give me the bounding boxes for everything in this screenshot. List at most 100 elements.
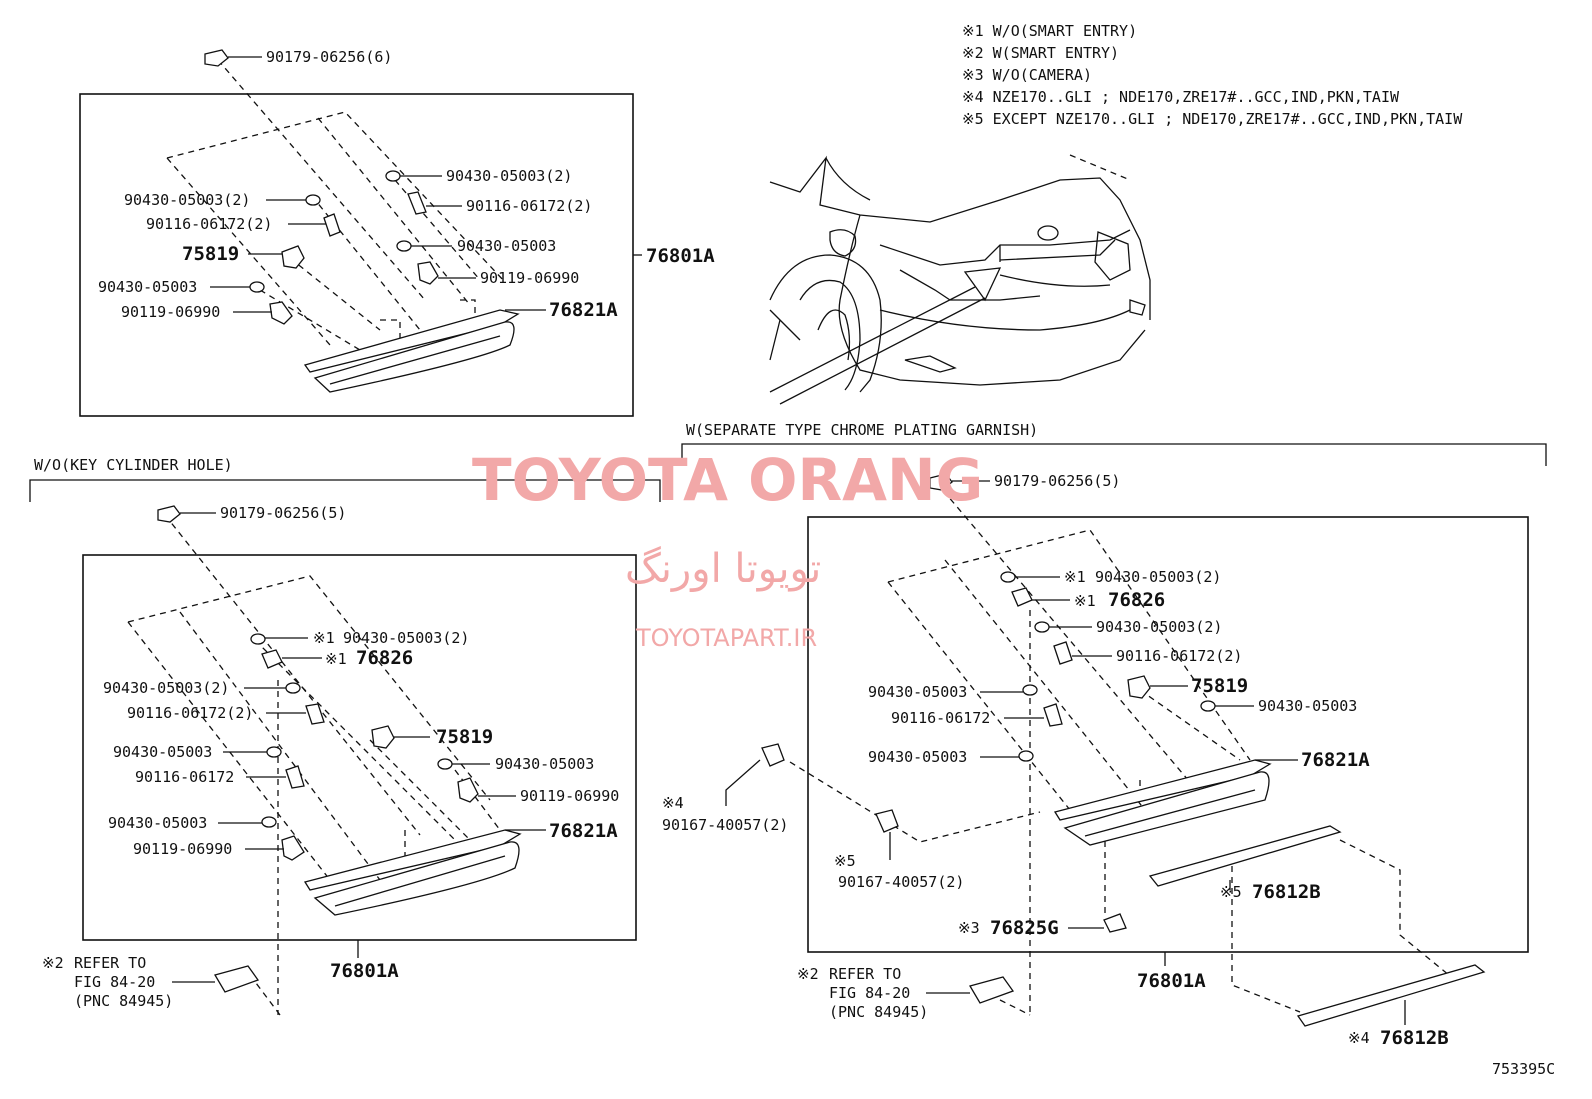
label: ※1 bbox=[1074, 592, 1096, 610]
section-title: W/O(KEY CYLINDER HOLE) bbox=[34, 456, 233, 474]
assembly-box bbox=[807, 516, 1529, 953]
watermark: TOYOTA ORANG تویوتا اورنگ TOYOTAPART.IR bbox=[472, 446, 983, 652]
car-rear-illustration bbox=[769, 154, 1151, 405]
watermark-site: TOYOTAPART.IR bbox=[635, 624, 817, 652]
note-4: ※4 NZE170..GLI ; NDE170,ZRE17#..GCC,IND,… bbox=[962, 88, 1400, 106]
label: ※1 bbox=[325, 650, 347, 668]
cap-icon bbox=[261, 649, 283, 669]
section-title: W(SEPARATE TYPE CHROME PLATING GARNISH) bbox=[686, 421, 1038, 439]
screw-icon bbox=[761, 743, 785, 767]
label: 90179-06256(6) bbox=[266, 48, 392, 66]
washer-icon bbox=[1200, 700, 1216, 712]
label: 90179-06256(5) bbox=[220, 504, 346, 522]
label: 90430-05003 bbox=[98, 278, 197, 296]
label: 90430-05003(2) bbox=[1096, 618, 1222, 636]
label: 90116-06172 bbox=[891, 709, 990, 727]
label: 76821A bbox=[1301, 749, 1370, 771]
label: ※3 bbox=[958, 919, 980, 937]
connector-icon bbox=[969, 976, 1015, 1004]
washer-icon bbox=[250, 633, 266, 645]
section-separate-garnish: W(SEPARATE TYPE CHROME PLATING GARNISH) bbox=[681, 421, 1547, 466]
section-without-key-cylinder: W/O(KEY CYLINDER HOLE) bbox=[29, 456, 661, 502]
watermark-persian: تویوتا اورنگ bbox=[625, 546, 821, 592]
bolt-icon bbox=[1043, 703, 1063, 727]
washer-icon bbox=[305, 194, 321, 206]
nut-icon bbox=[281, 835, 305, 861]
note-2: ※2 W(SMART ENTRY) bbox=[962, 44, 1119, 62]
label: 90119-06990 bbox=[121, 303, 220, 321]
label: 76812B bbox=[1380, 1027, 1449, 1049]
top-left-assembly: 90179-06256(6) 90430-05003(2) 90116-0617… bbox=[79, 48, 715, 417]
nut-icon bbox=[417, 261, 439, 285]
note-3: ※3 W/O(CAMERA) bbox=[962, 66, 1092, 84]
screw-icon bbox=[875, 809, 899, 833]
washer-icon bbox=[1034, 621, 1050, 633]
label: FIG 84-20 bbox=[829, 984, 910, 1002]
label: 90116-06172(2) bbox=[146, 215, 272, 233]
label: 75819 bbox=[1191, 675, 1248, 697]
label: ※1 bbox=[1064, 568, 1086, 586]
note-5: ※5 EXCEPT NZE170..GLI ; NDE170,ZRE17#..G… bbox=[962, 110, 1463, 128]
label: 90116-06172(2) bbox=[1116, 647, 1242, 665]
bolt-icon bbox=[1053, 641, 1073, 665]
bolt-icon bbox=[305, 703, 325, 725]
label: REFER TO bbox=[74, 954, 146, 972]
label: 90116-06172(2) bbox=[127, 704, 253, 722]
label: 90167-40057(2) bbox=[662, 816, 788, 834]
label: ※5 bbox=[1220, 883, 1242, 901]
label: ※4 bbox=[1348, 1029, 1370, 1047]
washer-icon bbox=[1000, 571, 1016, 583]
label: 76821A bbox=[549, 299, 618, 321]
washer-icon bbox=[266, 746, 282, 758]
label: 90430-05003 bbox=[495, 755, 594, 773]
nut-icon bbox=[269, 301, 293, 325]
grommet-icon bbox=[1127, 675, 1151, 699]
label: 90119-06990 bbox=[520, 787, 619, 805]
garnish-upper-bar bbox=[1053, 759, 1272, 821]
label: 90167-40057(2) bbox=[838, 873, 964, 891]
label: 90430-05003(2) bbox=[103, 679, 229, 697]
clip-icon bbox=[929, 473, 953, 491]
label: 90430-05003(2) bbox=[1095, 568, 1221, 586]
chrome-garnish-upper bbox=[1148, 825, 1342, 887]
label: 90430-05003 bbox=[868, 748, 967, 766]
label: (PNC 84945) bbox=[829, 1003, 928, 1021]
label: 76801A bbox=[330, 960, 399, 982]
bottom-right-assembly: 90179-06256(5) ※1 90430-05003(2) ※1 7682… bbox=[662, 472, 1529, 1049]
washer-icon bbox=[437, 758, 453, 770]
label: 76826 bbox=[1108, 589, 1165, 611]
washer-icon bbox=[1018, 750, 1034, 762]
label: 90116-06172(2) bbox=[466, 197, 592, 215]
label: 90116-06172 bbox=[135, 768, 234, 786]
notes-block: ※1 W/O(SMART ENTRY) ※2 W(SMART ENTRY) ※3… bbox=[962, 22, 1463, 128]
label: 90430-05003 bbox=[868, 683, 967, 701]
label: 90430-05003(2) bbox=[124, 191, 250, 209]
label: ※2 bbox=[797, 965, 819, 983]
cap-icon bbox=[1011, 587, 1033, 607]
label: ※1 bbox=[313, 629, 335, 647]
grommet-icon bbox=[371, 725, 395, 749]
label: ※4 bbox=[662, 794, 684, 812]
washer-icon bbox=[1022, 684, 1038, 696]
label: REFER TO bbox=[829, 965, 901, 983]
label: 90179-06256(5) bbox=[994, 472, 1120, 490]
washer-icon bbox=[261, 816, 277, 828]
note-1: ※1 W/O(SMART ENTRY) bbox=[962, 22, 1137, 40]
garnish-upper-bar bbox=[303, 309, 520, 373]
bolt-icon bbox=[285, 765, 305, 789]
label: 90430-05003 bbox=[457, 237, 556, 255]
washer-icon bbox=[385, 170, 401, 182]
label: 76826 bbox=[356, 647, 413, 669]
garnish-lower-bar bbox=[1063, 771, 1270, 846]
label: FIG 84-20 bbox=[74, 973, 155, 991]
garnish-upper-bar bbox=[303, 829, 522, 891]
label: 75819 bbox=[182, 243, 239, 265]
chrome-garnish-lower bbox=[1296, 964, 1486, 1027]
label: 76812B bbox=[1252, 881, 1321, 903]
washer-icon bbox=[249, 281, 265, 293]
bottom-left-assembly: 90179-06256(5) ※1 90430-05003(2) ※1 7682… bbox=[42, 504, 637, 1016]
label: ※2 bbox=[42, 954, 64, 972]
washer-icon bbox=[396, 240, 412, 252]
assembly-box bbox=[82, 554, 637, 941]
watermark-brand: TOYOTA ORANG bbox=[472, 446, 983, 514]
